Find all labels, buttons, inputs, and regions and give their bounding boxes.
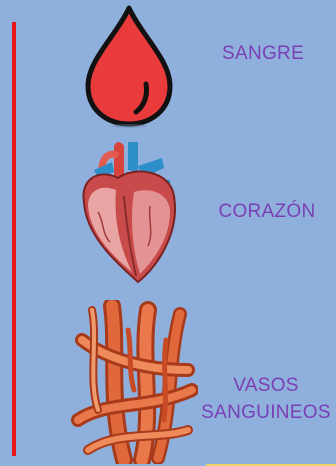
heart-icon bbox=[74, 136, 186, 286]
blood-label: SANGRE bbox=[222, 40, 302, 67]
blood-vessels-icon bbox=[68, 300, 198, 464]
vertical-red-line bbox=[12, 22, 16, 456]
blood-drop-icon bbox=[74, 2, 184, 128]
blood-vessels-label: VASOS SANGUINEOS bbox=[196, 372, 336, 426]
heart-label: CORAZÓN bbox=[212, 198, 322, 225]
